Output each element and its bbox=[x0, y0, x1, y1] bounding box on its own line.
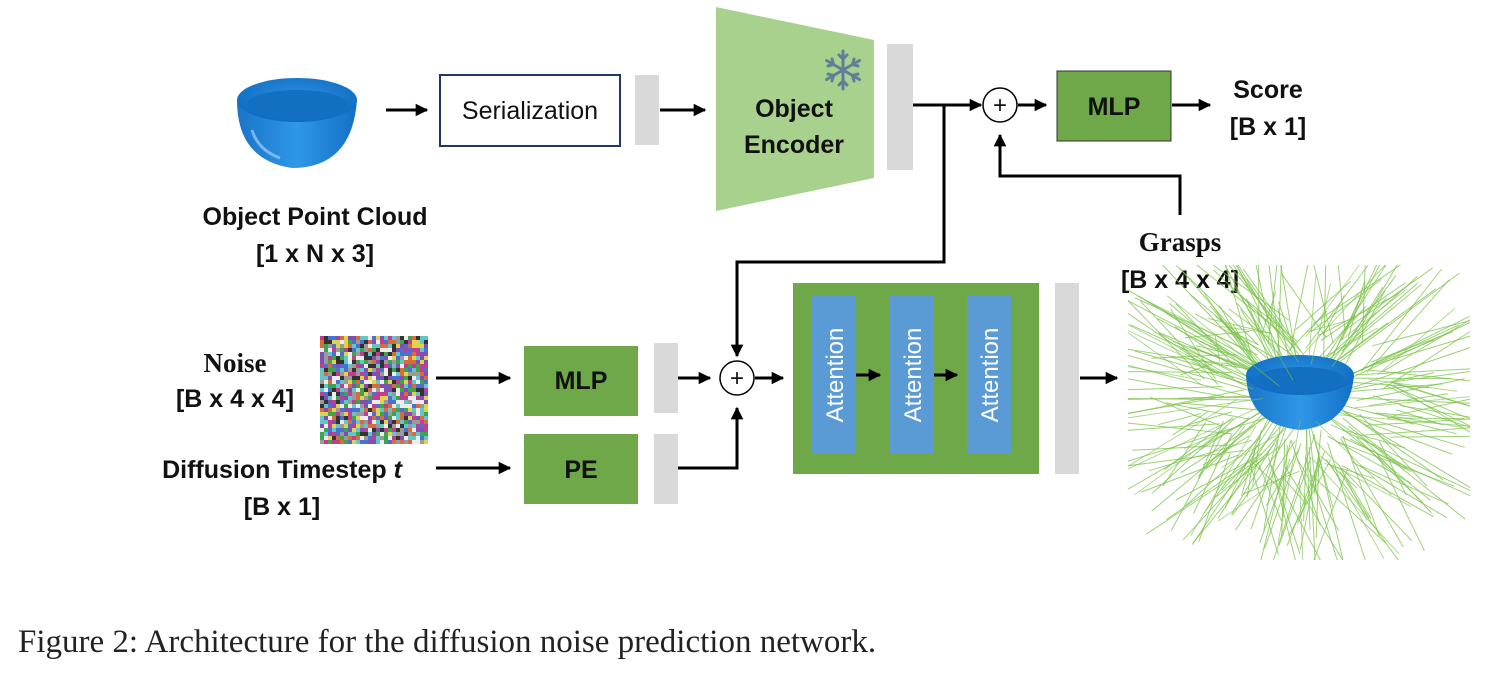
timestep-dim-label: [B x 1] bbox=[244, 493, 320, 521]
grasp-cloud-image bbox=[1127, 264, 1471, 561]
noise-dim-label: [B x 4 x 4] bbox=[176, 385, 294, 413]
figure-caption: Figure 2: Architecture for the diffusion… bbox=[18, 624, 877, 660]
top-sum-node bbox=[982, 87, 1018, 123]
top-sum-symbol: + bbox=[993, 92, 1007, 119]
serialization-feature-bar bbox=[635, 75, 659, 145]
attention-label-3: Attention bbox=[977, 328, 1004, 423]
object-encoder-block bbox=[716, 7, 874, 211]
attention-block-3 bbox=[967, 296, 1011, 454]
mlp-noise-label: MLP bbox=[555, 367, 608, 395]
serialization-box bbox=[439, 74, 621, 147]
encoder-feature-bar bbox=[887, 44, 913, 170]
object-encoder-label-line1: Object bbox=[755, 95, 833, 123]
bottom-sum-symbol: + bbox=[730, 365, 744, 392]
bottom-sum-node bbox=[719, 360, 755, 396]
mlp-feature-bar bbox=[654, 343, 678, 413]
grasp-cloud-front-lines bbox=[1127, 264, 1471, 561]
grasps-dim-label: [B x 4 x 4] bbox=[1121, 266, 1239, 294]
pe-feature-bar bbox=[654, 434, 678, 504]
diffusion-timestep-label: Diffusion Timestep t bbox=[162, 456, 404, 484]
mlp-score-block bbox=[1056, 70, 1172, 142]
noise-image bbox=[320, 336, 428, 444]
arrow-encoder-to-bottom-plus bbox=[730, 105, 946, 358]
score-dim-label: [B x 1] bbox=[1230, 113, 1306, 141]
pe-block bbox=[524, 434, 638, 504]
object-point-cloud-bowl bbox=[237, 78, 357, 168]
point-cloud-dim-label: [1 x N x 3] bbox=[256, 240, 374, 268]
object-encoder-label-line2: Encoder bbox=[744, 131, 844, 159]
snowflake-icon bbox=[825, 49, 861, 91]
arrow-pe-to-bottom-plus bbox=[678, 406, 744, 470]
architecture-diagram: Object Point Cloud [1 x N x 3] Serializa… bbox=[162, 7, 1471, 561]
timestep-variable: t bbox=[394, 456, 404, 484]
attention-feature-bar bbox=[1055, 283, 1079, 474]
object-point-cloud-label: Object Point Cloud bbox=[203, 203, 428, 231]
attention-label-1: Attention bbox=[822, 328, 849, 423]
pe-label: PE bbox=[564, 456, 597, 484]
mlp-score-label: MLP bbox=[1088, 93, 1141, 121]
grasps-label: Grasps bbox=[1139, 227, 1222, 257]
serialization-label: Serialization bbox=[462, 97, 598, 125]
attention-block-2 bbox=[890, 296, 934, 454]
attention-block-1 bbox=[812, 296, 856, 454]
attention-label-2: Attention bbox=[900, 328, 927, 423]
arrow-grasps-to-top-plus bbox=[993, 133, 1182, 215]
score-label: Score bbox=[1233, 76, 1303, 104]
mlp-noise-block bbox=[524, 346, 638, 416]
noise-label: Noise bbox=[204, 348, 267, 378]
